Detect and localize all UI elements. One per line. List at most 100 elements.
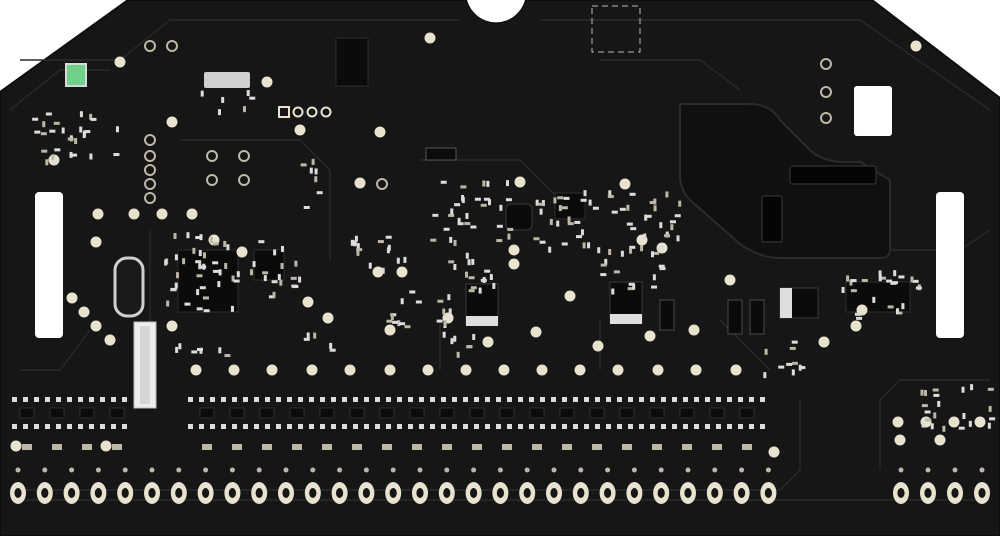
terminal-marker [898,467,904,473]
smd-pad [910,276,914,283]
row-resistor [679,407,695,419]
smd-pad [61,127,65,134]
test-pad [302,296,314,308]
via-ring [144,178,156,190]
row-pad-mid [452,424,457,429]
smd-pad [198,250,202,257]
smd-pad [588,199,592,206]
row-resistor [439,407,455,419]
test-pad [536,364,548,376]
row-pad-mid [463,424,468,429]
test-pad [156,208,168,220]
row-resistor [319,407,335,419]
smd-pad [778,365,785,369]
row-resistor [259,407,275,419]
test-pad [186,208,198,220]
row-pad-top [67,397,72,402]
row-pad-mid [419,424,424,429]
row-resistor [739,407,755,419]
row-pad-top [56,397,61,402]
test-pad [190,364,202,376]
via-ring [820,112,832,124]
row-pad-mid [254,424,259,429]
test-pad [90,236,102,248]
smd-pad [549,218,553,225]
terminal-hole [630,488,639,498]
smd-pad [195,260,202,264]
smd-pad [453,335,457,342]
terminal-hole [228,488,236,498]
test-pad [688,324,700,336]
test-pad [424,32,436,44]
test-pad [10,440,22,452]
smd-pad [496,224,503,228]
smd-pad [464,222,471,226]
smd-pad [854,312,861,316]
smd-pad [217,109,221,116]
row-smd [532,444,542,450]
row-pad-top [320,397,325,402]
row-pad-top [45,397,50,402]
smd-pad [199,347,203,354]
smd-pad [665,191,669,198]
test-pad [294,124,306,136]
smd-pad [175,346,179,353]
smd-pad [386,247,390,254]
smd-pad [202,252,206,259]
smd-pad [67,137,74,141]
smd-pad [507,233,511,240]
row-pad-top [760,397,765,402]
row-pad-mid [320,424,325,429]
terminal-marker [551,467,557,473]
smd-pad [290,276,297,280]
row-pad-mid [100,424,105,429]
smd-pad [236,271,240,278]
smd-pad [791,340,798,344]
smd-pad [486,180,490,187]
smd-pad [539,208,543,215]
smd-pad [303,337,310,341]
smd-pad [856,316,863,320]
row-pad-top [243,397,248,402]
test-pad [306,364,318,376]
smd-pad [489,274,493,281]
test-pad [128,208,140,220]
smd-pad [574,220,581,224]
row-pad-top [78,397,83,402]
terminal-hole [14,488,22,498]
row-smd [712,444,722,450]
smd-pad [849,279,853,286]
smd-pad [561,242,568,246]
smd-pad [507,227,514,231]
row-resistor [199,407,215,419]
row-pad-top [364,397,369,402]
smd-pad [611,288,615,295]
smd-pad [218,269,222,276]
smd-pad [915,286,922,290]
smd-pad [309,167,313,174]
smd-pad [450,208,454,215]
smd-pad [653,198,657,205]
smd-pad [440,180,447,184]
smd-pad [381,267,385,274]
via-ring [144,150,156,162]
test-pad [422,364,434,376]
row-pad-top [683,397,688,402]
smd-pad [537,202,544,206]
chip-right-module [845,281,911,313]
power-transistors [465,281,819,326]
smd-pad [174,282,178,289]
smd-pad [629,247,633,254]
terminal-marker [95,467,101,473]
smd-pad [989,417,996,421]
test-pad [592,340,604,352]
test-pad [508,258,520,270]
smd-pad [453,239,457,246]
terminal-marker [497,467,503,473]
row-pad-top [419,397,424,402]
smd-pad [474,197,481,201]
smd-pad [891,281,898,285]
test-pad [322,312,334,324]
smd-pad [613,270,620,274]
terminal-hole [470,488,478,498]
